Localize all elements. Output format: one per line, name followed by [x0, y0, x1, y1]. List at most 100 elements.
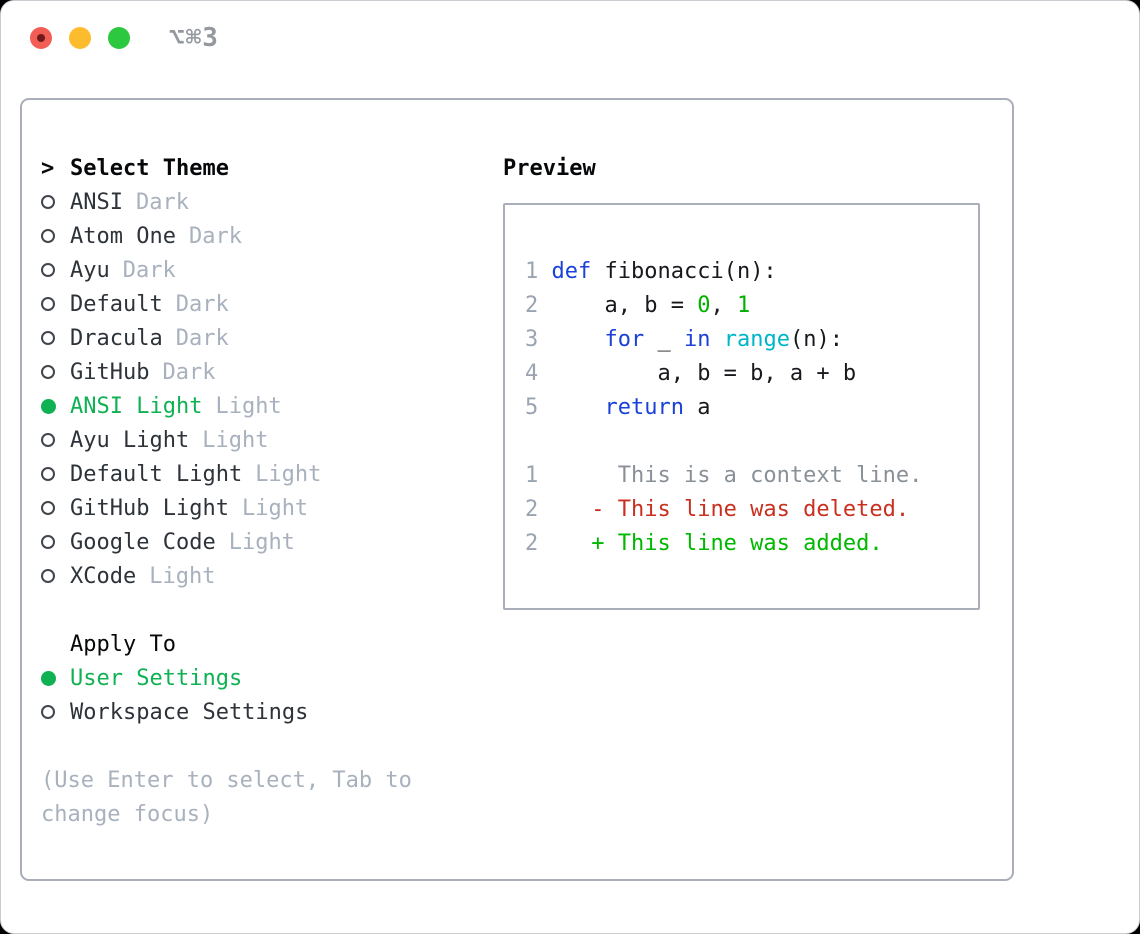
theme-name: Default Light — [70, 461, 243, 487]
code-line: 2 - This line was deleted. — [525, 493, 978, 527]
code-segment-linenum: 2 — [525, 293, 539, 318]
theme-option-github[interactable]: GitHub Dark — [41, 355, 502, 389]
theme-option-ayu[interactable]: Ayu Dark — [41, 253, 502, 287]
code-segment-linenum: 2 — [525, 531, 539, 556]
code-segment-context: This is a context line. — [538, 463, 923, 488]
radio-icon — [41, 670, 70, 686]
code-line: 1 This is a context line. — [525, 459, 978, 493]
code-segment-number: 1 — [736, 293, 751, 318]
apply-option-label: Workspace Settings — [70, 699, 309, 725]
apply-option-user-settings[interactable]: User Settings — [41, 661, 502, 695]
code-segment-plain: fibonacci(n): — [591, 259, 777, 284]
code-segment-linenum: 1 — [525, 463, 539, 488]
code-segment-deleted: - This line was deleted. — [591, 497, 910, 522]
apply-option-workspace-settings[interactable]: Workspace Settings — [41, 695, 502, 729]
close-button[interactable] — [30, 27, 52, 49]
code-line: 3 for _ in range(n): — [525, 323, 978, 357]
radio-icon — [41, 263, 70, 277]
code-segment-plain: , — [710, 293, 737, 318]
code-segment-keyword: for — [604, 327, 645, 352]
theme-variant-tag: Dark — [122, 257, 176, 283]
spacer-row — [41, 593, 502, 627]
apply-to-header-row: Apply To — [41, 627, 502, 661]
close-dot-icon — [37, 34, 45, 42]
radio-icon — [41, 569, 70, 583]
radio-unselected-icon — [41, 535, 55, 549]
radio-unselected-icon — [41, 501, 55, 515]
theme-name: XCode — [70, 563, 137, 589]
theme-option-xcode[interactable]: XCode Light — [41, 559, 502, 593]
code-segment-plain — [538, 531, 591, 556]
code-segment-keyword: def — [551, 259, 592, 284]
radio-unselected-icon — [41, 195, 55, 209]
minimize-button[interactable] — [69, 27, 91, 49]
radio-unselected-icon — [41, 297, 55, 311]
code-segment-plain: a, b = b, a + b — [538, 361, 857, 386]
theme-option-github-light[interactable]: GitHub Light Light — [41, 491, 502, 525]
theme-variant-tag: Light — [215, 393, 282, 419]
preview-title: Preview — [503, 155, 596, 181]
code-segment-plain — [538, 497, 591, 522]
theme-variant-tag: Light — [202, 427, 269, 453]
code-segment-linenum: 2 — [525, 497, 539, 522]
code-line: 4 a, b = b, a + b — [525, 357, 978, 391]
code-segment-keyword: return — [604, 395, 684, 420]
theme-name: Google Code — [70, 529, 216, 555]
code-segment-keyword: in — [683, 327, 711, 352]
theme-option-default-light[interactable]: Default Light Light — [41, 457, 502, 491]
theme-variant-tag: Dark — [162, 359, 216, 385]
theme-option-dracula[interactable]: Dracula Dark — [41, 321, 502, 355]
radio-icon — [41, 365, 70, 379]
radio-unselected-icon — [41, 229, 55, 243]
theme-name: GitHub Light — [70, 495, 229, 521]
code-segment-plain — [538, 327, 604, 352]
theme-variant-tag: Light — [149, 563, 216, 589]
code-segment-plain: _ — [644, 327, 684, 352]
code-segment-plain — [538, 395, 604, 420]
code-line: 1 def fibonacci(n): — [525, 255, 978, 289]
code-segment-linenum: 4 — [525, 361, 539, 386]
select-theme-header-row: > Select Theme — [41, 151, 502, 185]
radio-icon — [41, 705, 70, 719]
code-segment-plain: a, b = — [538, 293, 698, 318]
code-segment-added: + This line was added. — [591, 531, 883, 556]
preview-header-row: Preview — [503, 151, 993, 185]
theme-variant-tag: Light — [255, 461, 322, 487]
radio-selected-icon — [41, 670, 56, 686]
radio-icon — [41, 229, 70, 243]
code-segment-linenum: 5 — [525, 395, 539, 420]
hint-line-1: (Use Enter to select, Tab to — [41, 767, 412, 793]
preview-panel: Preview 1 def fibonacci(n):2 a, b = 0, 1… — [503, 151, 993, 610]
theme-variant-tag: Dark — [188, 223, 242, 249]
theme-name: GitHub — [70, 359, 150, 385]
radio-icon — [41, 297, 70, 311]
code-segment-builtin: range — [723, 327, 790, 352]
select-theme-title: Select Theme — [70, 155, 229, 181]
theme-name: Dracula — [70, 325, 163, 351]
theme-name: Default — [70, 291, 163, 317]
code-line: 2 + This line was added. — [525, 527, 978, 561]
radio-icon — [41, 501, 70, 515]
radio-icon — [41, 398, 70, 414]
theme-name: Ayu — [70, 257, 110, 283]
hint-line-2: change focus) — [41, 801, 214, 827]
theme-variant-tag: Light — [241, 495, 309, 521]
radio-icon — [41, 331, 70, 345]
prompt-caret: > — [41, 155, 55, 181]
theme-variant-tag: Dark — [175, 325, 229, 351]
theme-name: ANSI — [70, 189, 123, 215]
maximize-button[interactable] — [108, 27, 130, 49]
code-segment-plain: (n): — [789, 327, 843, 352]
